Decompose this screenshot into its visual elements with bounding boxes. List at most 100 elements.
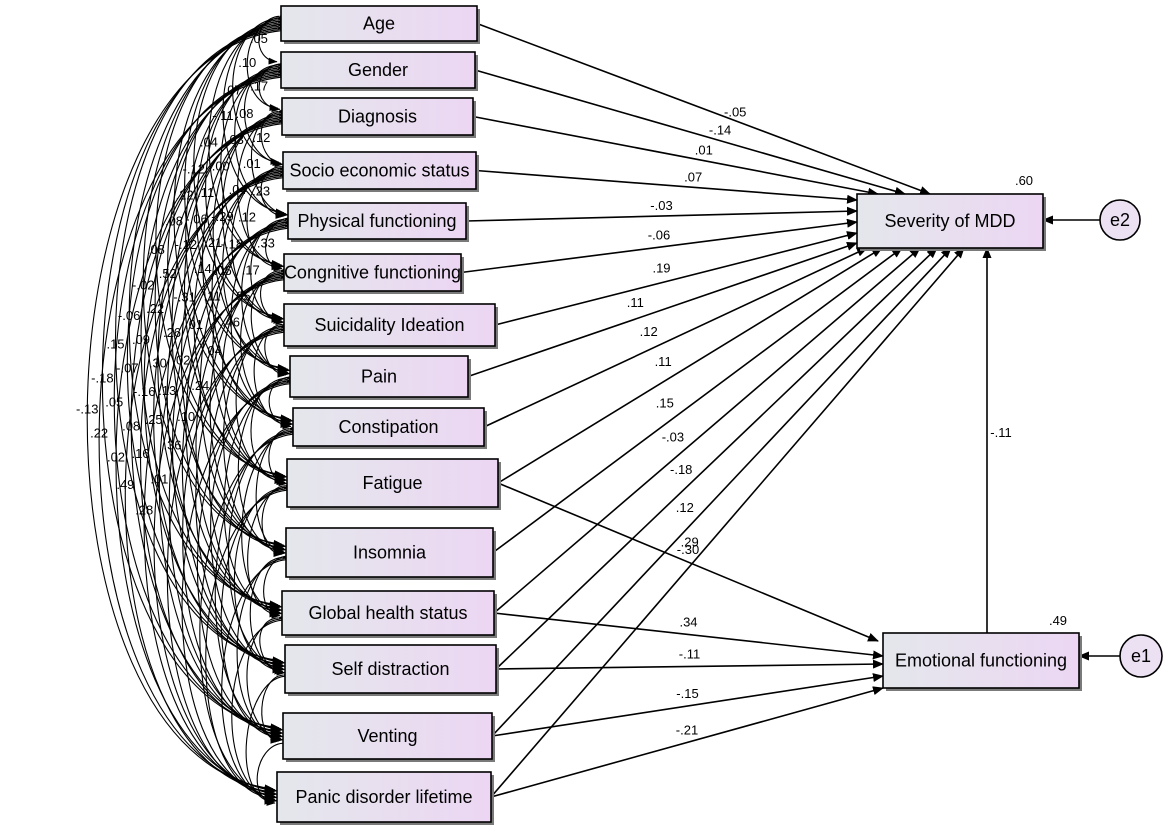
covariance-coefficient: .15 bbox=[106, 337, 124, 352]
covariance-coefficient: .17 bbox=[242, 262, 260, 277]
covariance-coefficient: .36 bbox=[163, 438, 181, 453]
covariance-coefficient: .04 bbox=[229, 182, 247, 197]
covariance-coefficient: .16 bbox=[131, 446, 149, 461]
covariance-arc bbox=[124, 173, 292, 795]
covariance-coefficient: .28 bbox=[135, 503, 153, 518]
covariance-coefficient: -.12 bbox=[183, 161, 205, 176]
box-frame bbox=[286, 458, 499, 508]
box-frame bbox=[276, 771, 492, 823]
path-coefficient-constipation-to-mdd: .12 bbox=[640, 324, 658, 339]
covariance-coefficient: .52 bbox=[159, 266, 177, 281]
covariance-coefficient: -.31 bbox=[173, 290, 195, 305]
box-frame bbox=[882, 632, 1080, 689]
box-label: Physical functioning bbox=[297, 211, 456, 231]
covariance-coefficient: .21 bbox=[204, 235, 222, 250]
covariance-arc bbox=[245, 671, 294, 805]
covariance-arc bbox=[208, 324, 293, 614]
covariance-coefficient: -.13 bbox=[76, 402, 98, 417]
predictor-box-gender: Gender bbox=[280, 51, 478, 91]
covariance-coefficient: .17 bbox=[250, 79, 268, 94]
box-label: Gender bbox=[348, 60, 408, 80]
path-coefficient-pain-to-mdd: .11 bbox=[627, 295, 644, 310]
covariance-coefficient: .12 bbox=[238, 210, 256, 225]
covariance-coefficient: .22 bbox=[176, 188, 194, 203]
path-arrow-fatigue-to-emotional bbox=[497, 482, 879, 642]
predictor-box-cognitive: Congnitive functioning bbox=[283, 253, 464, 294]
predictor-box-suicidality: Suicidality Ideation bbox=[283, 303, 498, 349]
covariance-arc bbox=[220, 484, 294, 741]
path-arrow-panic-to-emotional bbox=[490, 686, 884, 798]
path-coefficient-gender-to-mdd: -.14 bbox=[709, 123, 731, 138]
covariance-arc bbox=[143, 223, 297, 796]
covariance-arc bbox=[157, 115, 291, 610]
covariance-coefficient: -.29 bbox=[211, 209, 233, 224]
box-label: Fatigue bbox=[362, 473, 422, 493]
predictor-box-insomnia: Insomnia bbox=[285, 527, 496, 580]
covariance-coefficient: .33 bbox=[257, 235, 275, 250]
error-label: e2 bbox=[1110, 210, 1130, 230]
path-coefficient-panic-to-mdd: .29 bbox=[681, 534, 699, 549]
path-coefficient-cognitive-to-mdd: -.06 bbox=[648, 227, 670, 242]
box-label: Insomnia bbox=[353, 543, 427, 563]
error-term-e1: e1 bbox=[1119, 634, 1163, 678]
path-arrow-diagnosis-to-mdd bbox=[472, 115, 879, 197]
box-frame bbox=[282, 712, 493, 760]
covariance-arc bbox=[223, 376, 299, 616]
covariance-coefficient: .30 bbox=[149, 356, 167, 371]
covariance-coefficient: .10 bbox=[177, 409, 195, 424]
covariance-coefficient: .10 bbox=[238, 55, 256, 70]
box-label: Constipation bbox=[338, 417, 438, 437]
predictor-box-age: Age bbox=[280, 5, 480, 44]
box-label: Suicidality Ideation bbox=[314, 315, 464, 335]
covariance-coefficient: .01 bbox=[150, 472, 168, 487]
covariance-coefficient: .02 bbox=[107, 449, 125, 464]
path-coefficient-selfdist-to-mdd: -.18 bbox=[670, 462, 692, 477]
covariance-coefficient: -.12 bbox=[175, 237, 197, 252]
box-label: Venting bbox=[357, 726, 417, 746]
path-coefficient-selfdist-to-emotional: -.11 bbox=[679, 647, 700, 662]
box-label: Pain bbox=[361, 367, 397, 387]
error-label: e1 bbox=[1131, 646, 1151, 666]
covariance-coefficient: .00 bbox=[212, 158, 230, 173]
box-frame bbox=[292, 407, 485, 447]
covariance-coefficient: -.02 bbox=[132, 277, 154, 292]
path-coefficient-global-to-emotional: .34 bbox=[679, 615, 697, 630]
path-arrow-venting-to-mdd bbox=[491, 247, 952, 737]
path-coefficient-venting-to-emotional: -.15 bbox=[676, 686, 698, 701]
covariance-arc bbox=[98, 72, 290, 793]
r-squared-mdd: .60 bbox=[1015, 173, 1033, 188]
covariance-coefficient: -.07 bbox=[116, 360, 138, 375]
covariance-arc bbox=[166, 327, 293, 798]
covariance-coefficient: -.11 bbox=[212, 108, 233, 123]
covariance-coefficient: .23 bbox=[252, 183, 270, 198]
path-arrow-cognitive-to-mdd bbox=[460, 218, 858, 274]
predictor-box-pain: Pain bbox=[289, 355, 471, 400]
covariance-arc bbox=[185, 220, 297, 612]
covariance-coefficient: .08 bbox=[147, 242, 165, 257]
box-label: Self distraction bbox=[331, 659, 449, 679]
covariance-coefficient: .07 bbox=[224, 82, 242, 97]
covariance-layer bbox=[86, 12, 302, 806]
covariance-coefficient: .09 bbox=[132, 332, 150, 347]
covariance-coefficient: .05 bbox=[233, 289, 251, 304]
covariance-coefficient: .49 bbox=[116, 477, 134, 492]
predictor-box-ses: Socio economic status bbox=[282, 151, 479, 192]
path-coefficient-fatigue-to-mdd: .11 bbox=[655, 354, 672, 369]
box-label: Emotional functioning bbox=[895, 651, 1067, 671]
path-arrow-selfdist-to-mdd bbox=[495, 247, 938, 670]
covariance-coefficient: .12 bbox=[252, 130, 270, 145]
covariance-coefficient: .05 bbox=[250, 31, 268, 46]
covariance-coefficient: -.06 bbox=[185, 211, 207, 226]
covariance-arc bbox=[173, 19, 290, 422]
covariance-arc bbox=[140, 69, 290, 609]
box-frame bbox=[283, 253, 462, 292]
path-coefficient-age-to-mdd: -.05 bbox=[724, 105, 746, 120]
covariance-coefficient: -.06 bbox=[118, 308, 140, 323]
box-label: Age bbox=[363, 14, 395, 34]
box-label: Congnitive functioning bbox=[284, 263, 461, 283]
predictor-box-physical: Physical functioning bbox=[287, 202, 469, 242]
covariance-arc bbox=[256, 739, 292, 806]
path-coefficient-diagnosis-to-mdd: .01 bbox=[695, 143, 713, 158]
covariance-coefficient: .06 bbox=[214, 263, 232, 278]
